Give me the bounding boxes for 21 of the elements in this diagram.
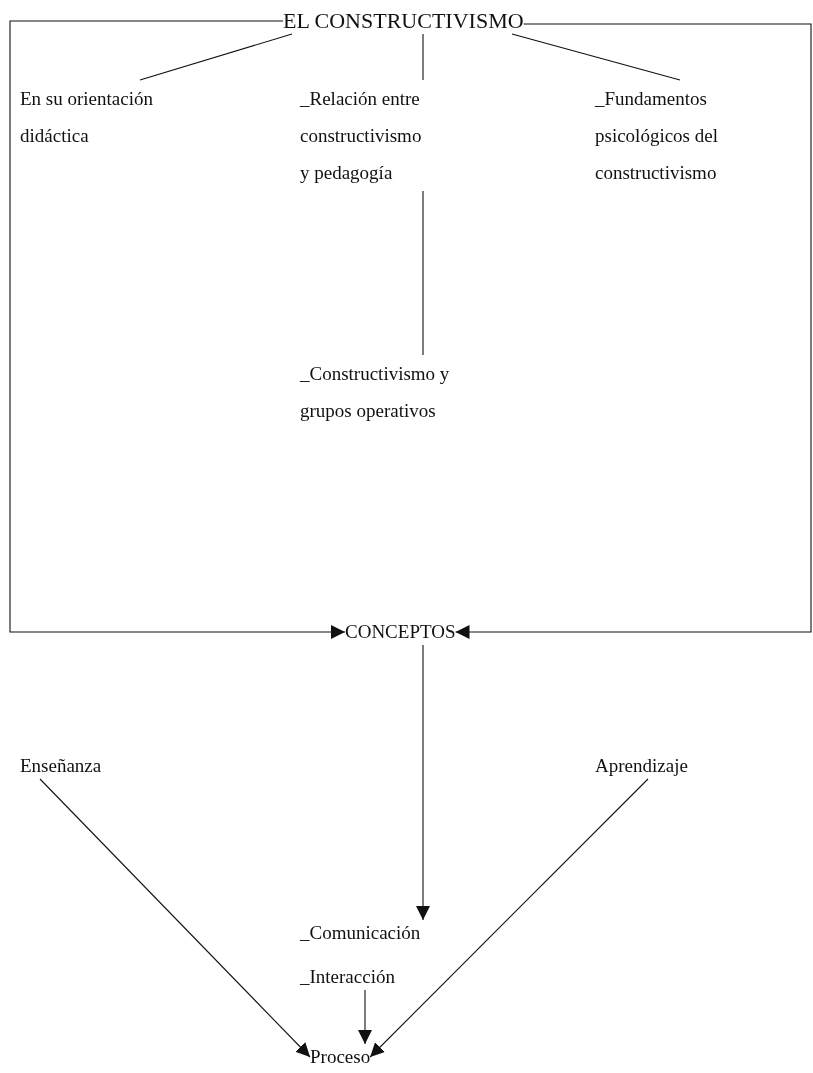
connector-line bbox=[511, 33, 681, 81]
node-text: CONCEPTOS bbox=[345, 619, 456, 645]
node-text: _Relación entre constructivismo y pedagogía bbox=[300, 80, 432, 191]
connector-line bbox=[422, 33, 424, 81]
arrow bbox=[369, 778, 649, 1058]
node-text: En su orientación didáctica bbox=[20, 80, 190, 154]
node-text: Enseñanza bbox=[20, 753, 102, 779]
node-text: Aprendizaje bbox=[595, 753, 688, 779]
node-text: _Constructivismo y grupos operativos bbox=[300, 355, 460, 429]
node-text: Proceso bbox=[310, 1044, 371, 1070]
node-text: EL CONSTRUCTIVISMO bbox=[283, 8, 524, 34]
node-text: _Fundamentos psicológicos del constructivismo bbox=[595, 80, 765, 191]
arrow bbox=[454, 23, 812, 639]
arrow bbox=[416, 644, 430, 921]
node-text: _Comunicación bbox=[300, 920, 421, 946]
connector-line bbox=[422, 190, 424, 356]
node-text: _Interacción bbox=[300, 964, 395, 990]
arrow bbox=[9, 20, 346, 639]
arrow bbox=[358, 989, 372, 1045]
arrow bbox=[39, 778, 311, 1058]
connector-line bbox=[139, 33, 293, 81]
